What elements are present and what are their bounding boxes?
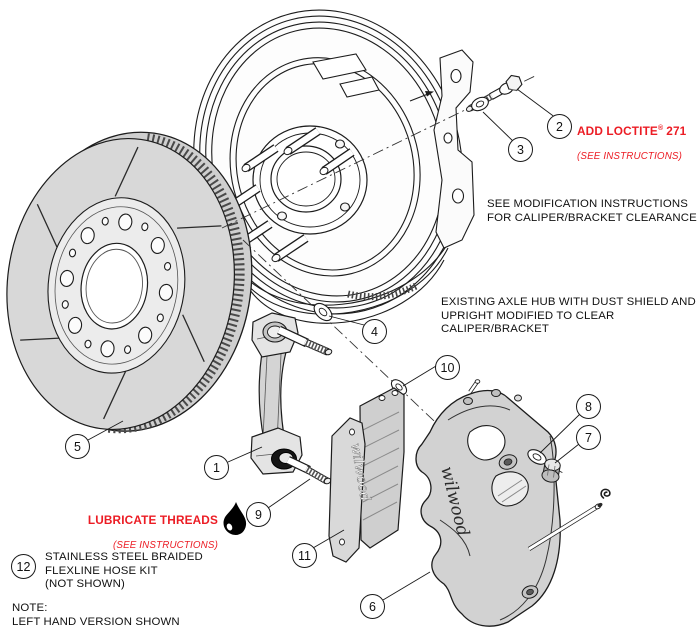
callout-3-washer: 3 <box>508 137 533 162</box>
callout-11-pads: 11 <box>292 543 317 568</box>
lubricate-note-sub: (SEE INSTRUCTIONS) <box>112 540 218 552</box>
lubricant-drop-icon <box>223 502 247 535</box>
lubricate-note: LUBRICATE THREADS (SEE INSTRUCTIONS) <box>58 500 218 565</box>
callout-number: 7 <box>585 430 592 445</box>
leader-lines <box>87 88 581 601</box>
callout-number: 12 <box>16 559 31 574</box>
callout-number: 2 <box>556 119 563 134</box>
callout-number: 10 <box>440 360 455 375</box>
caliper-drawing: wilwood <box>415 379 561 627</box>
washer-8-drawing <box>527 449 547 465</box>
callout-number: 1 <box>213 460 220 475</box>
callout-10-washer: 10 <box>435 355 460 380</box>
loctite-note: ADD LOCTITE®271 (SEE INSTRUCTIONS) <box>577 108 686 176</box>
nut-drawing <box>541 458 561 483</box>
callout-4-washer: 4 <box>362 319 387 344</box>
callout-6-caliper: 6 <box>360 594 385 619</box>
left-hand-note: NOTE: LEFT HAND VERSION SHOWN <box>12 602 180 628</box>
callout-1-bracket: 1 <box>204 455 229 480</box>
washer-4-drawing <box>313 302 333 322</box>
modification-note: SEE MODIFICATION INSTRUCTIONS FOR CALIPE… <box>487 198 697 224</box>
callout-number: 5 <box>74 439 81 454</box>
retaining-clip-drawing <box>600 488 611 499</box>
washer-3-drawing <box>471 96 489 112</box>
callout-number: 9 <box>255 507 262 522</box>
callout-8-washer: 8 <box>576 394 601 419</box>
callout-9-stud: 9 <box>246 502 271 527</box>
loctite-note-title: ADD LOCTITE®271 <box>577 123 687 138</box>
rotor-drawing <box>6 131 253 434</box>
loctite-note-sub: (SEE INSTRUCTIONS) <box>577 151 683 163</box>
callout-5-rotor: 5 <box>65 434 90 459</box>
callout-number: 6 <box>369 599 376 614</box>
callout-number: 4 <box>371 324 378 339</box>
axle-hub-note: EXISTING AXLE HUB WITH DUST SHIELD AND U… <box>441 296 696 336</box>
callout-number: 11 <box>298 548 311 563</box>
callout-number: 8 <box>585 399 592 414</box>
brake-pads-drawing: wilwood <box>328 387 405 563</box>
callout-12-hose-kit: 12 <box>11 554 36 579</box>
callout-2-bolt: 2 <box>547 114 572 139</box>
pad-pin-drawing <box>527 502 603 551</box>
hose-kit-note: STAINLESS STEEL BRAIDED FLEXLINE HOSE KI… <box>45 551 203 591</box>
callout-number: 3 <box>517 142 524 157</box>
hub-dust-shield-drawing <box>193 9 475 324</box>
mounting-bracket-drawing <box>250 312 333 485</box>
callout-7-nut: 7 <box>576 425 601 450</box>
lubricate-note-title: LUBRICATE THREADS <box>87 512 218 527</box>
